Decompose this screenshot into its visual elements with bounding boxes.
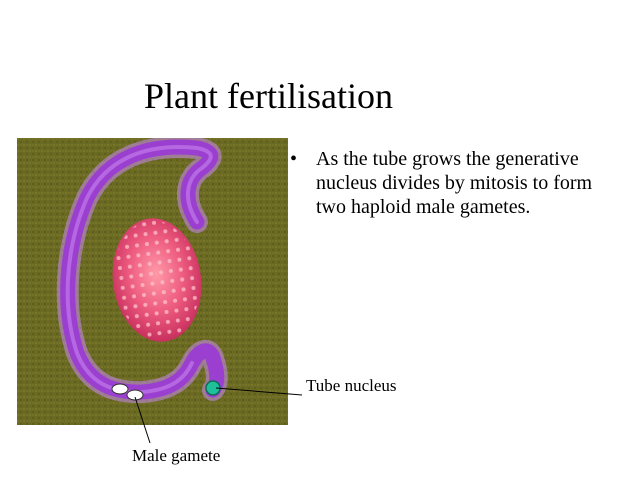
bullet-list: • As the tube grows the generative nucle… (290, 147, 625, 219)
slide-title: Plant fertilisation (144, 76, 393, 116)
tube-nucleus-label: Tube nucleus (306, 376, 397, 395)
bullet-marker: • (290, 148, 298, 170)
pollen-grain-spikes (114, 220, 200, 340)
male-gamete-1 (111, 383, 129, 395)
bullet-text: As the tube grows the generative nucleus… (316, 148, 593, 218)
bullet-item: • As the tube grows the generative nucle… (290, 147, 625, 219)
male-gamete-2 (126, 389, 144, 401)
tube-nucleus (205, 380, 221, 396)
male-gamete-label: Male gamete (132, 446, 221, 465)
pollen-tube-illustration (17, 138, 288, 425)
